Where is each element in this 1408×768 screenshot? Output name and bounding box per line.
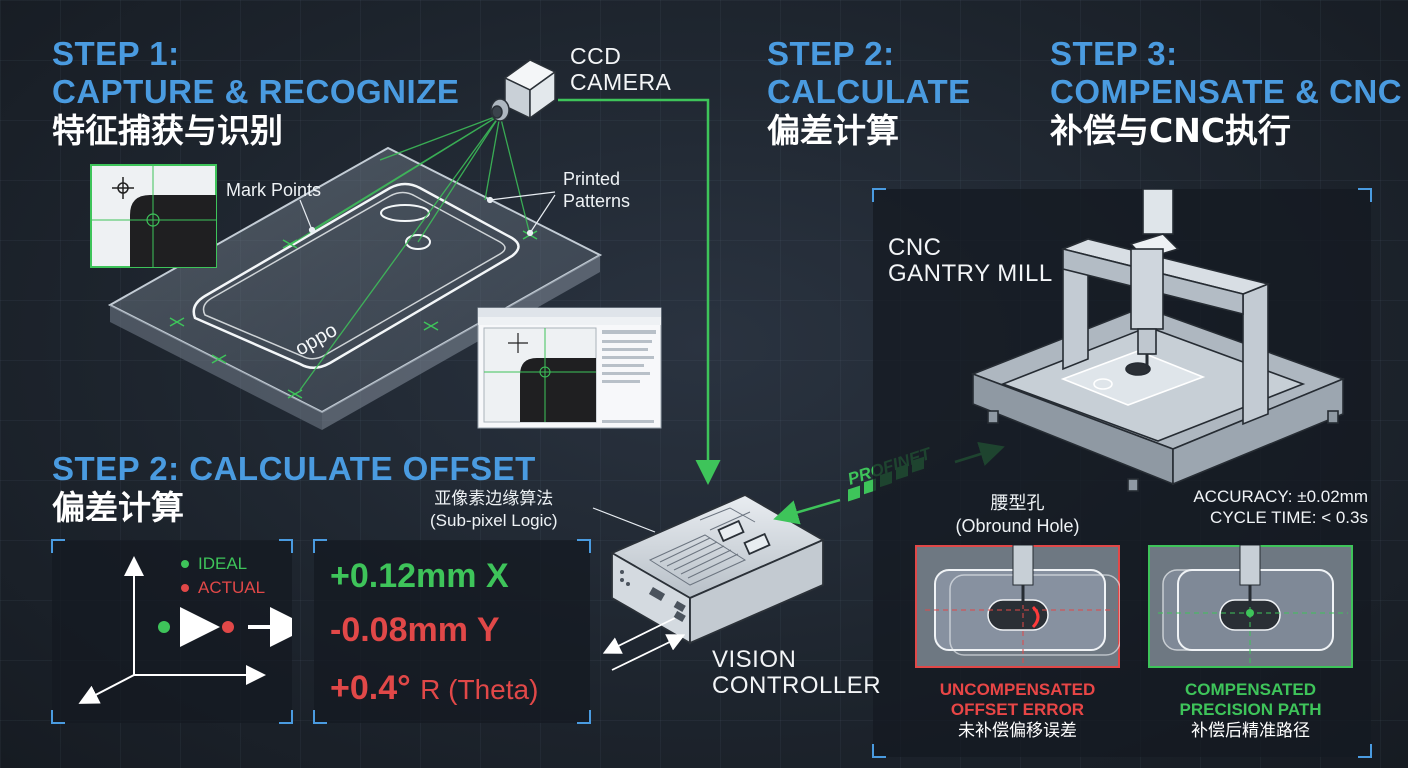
cnc-label: CNC GANTRY MILL: [888, 235, 1053, 287]
offset-x-axis: X: [485, 557, 509, 595]
vision-controller-box: [610, 493, 825, 645]
step3-subtitle: COMPENSATE & CNC: [1050, 73, 1403, 110]
step3-title: STEP 3:: [1050, 35, 1178, 72]
step2-cn: 偏差计算: [767, 111, 899, 150]
controller-label-line1: VISION: [712, 646, 797, 673]
step3-cn: 补偿与CNC执行: [1050, 111, 1292, 150]
step1-title: STEP 1:: [52, 35, 180, 72]
cnc-stats: ACCURACY: ±0.02mm CYCLE TIME: < 0.3s: [1140, 486, 1368, 528]
actual-point: [222, 621, 234, 633]
camera-controller-link: [558, 98, 721, 485]
mark-points-label: Mark Points: [226, 180, 322, 200]
uncompensated-diagram: [915, 545, 1120, 668]
printed-patterns-line1: Printed: [563, 169, 621, 189]
mark-zoom-inset: [90, 164, 217, 268]
cycle-time-stat: CYCLE TIME: < 0.3s: [1210, 508, 1368, 527]
step2-subtitle: CALCULATE: [767, 73, 971, 110]
subpixel-pointer: [592, 507, 656, 533]
ideal-point: [158, 621, 170, 633]
offset-values-panel: +0.12mm X -0.08mm Y +0.4° R (Theta): [313, 539, 591, 724]
step1-cn: 特征捕获与识别: [52, 111, 283, 150]
step1-header: STEP 1: CAPTURE & RECOGNIZE 特征捕获与识别: [52, 35, 459, 151]
camera-label-line1: CCD: [570, 43, 622, 69]
cnc-label-line2: GANTRY MILL: [888, 260, 1053, 287]
step2-header: STEP 2: CALCULATE 偏差计算: [767, 35, 971, 151]
cnc-gantry-illustration: [970, 189, 1346, 492]
glass-plate: [107, 146, 603, 430]
camera-beams: [289, 114, 531, 391]
subpixel-label-cn: 亚像素边缘算法: [434, 489, 554, 508]
uncompensated-line2: OFFSET ERROR: [950, 700, 1085, 719]
label-pointers: [299, 191, 556, 237]
actual-legend-dot: [181, 584, 189, 592]
offset-r-axis: R (Theta): [420, 674, 539, 705]
accuracy-stat: ACCURACY: ±0.02mm: [1193, 487, 1368, 506]
hole-label-en: (Obround Hole): [955, 516, 1080, 536]
cnc-label-line1: CNC: [888, 234, 942, 261]
mark-crosses: [169, 230, 538, 399]
compensated-cn: 补偿后精准路径: [1191, 721, 1310, 741]
step2-title: STEP 2:: [767, 35, 895, 72]
vision-software-window: [477, 307, 662, 429]
io-arrows: [602, 617, 686, 671]
legend-actual: ACTUAL: [198, 578, 266, 597]
step2-offset-header: STEP 2: CALCULATE OFFSET 偏差计算: [52, 450, 536, 528]
subpixel-label: 亚像素边缘算法 (Sub-pixel Logic): [430, 488, 558, 532]
ccd-camera: [490, 59, 557, 122]
offset-x: +0.12mm X: [330, 556, 509, 596]
controller-label: VISION CONTROLLER: [712, 647, 881, 699]
offset-r: +0.4° R (Theta): [330, 668, 538, 710]
legend-ideal: IDEAL: [198, 554, 248, 573]
printed-patterns-line2: Patterns: [563, 191, 631, 211]
offset-y: -0.08mm Y: [330, 610, 500, 650]
offset-r-value: +0.4°: [330, 669, 411, 707]
offset-axes: [78, 556, 292, 704]
ideal-legend-dot: [181, 560, 189, 568]
uncompensated-line1: UNCOMPENSATED: [939, 680, 1096, 699]
offset-y-value: -0.08mm: [330, 611, 468, 649]
compensated-diagram: [1148, 545, 1353, 668]
compensated-line1: COMPENSATED: [1185, 680, 1316, 699]
compensated-caption: COMPENSATED PRECISION PATH 补偿后精准路径: [1138, 680, 1363, 742]
printed-patterns-label: Printed Patterns: [563, 168, 630, 212]
controller-label-line2: CONTROLLER: [712, 672, 882, 699]
offset-x-value: +0.12mm: [330, 557, 477, 595]
step1-subtitle: CAPTURE & RECOGNIZE: [52, 73, 460, 110]
hole-label-cn: 腰型孔: [990, 493, 1045, 513]
offset-y-axis: Y: [476, 611, 500, 649]
hole-label: 腰型孔 (Obround Hole): [945, 492, 1090, 538]
offset-axes-panel: IDEAL ACTUAL: [51, 539, 293, 724]
camera-label-line2: CAMERA: [570, 69, 672, 95]
step3-header: STEP 3: COMPENSATE & CNC 补偿与CNC执行: [1050, 35, 1402, 151]
subpixel-label-en: (Sub-pixel Logic): [430, 511, 558, 530]
step2-offset-title: STEP 2: CALCULATE OFFSET: [52, 450, 536, 487]
camera-label: CCD CAMERA: [570, 43, 671, 95]
uncompensated-caption: UNCOMPENSATED OFFSET ERROR 未补偿偏移误差: [905, 680, 1130, 742]
compensated-line2: PRECISION PATH: [1179, 700, 1322, 719]
step2-offset-cn: 偏差计算: [52, 488, 184, 527]
uncompensated-cn: 未补偿偏移误差: [958, 721, 1077, 741]
